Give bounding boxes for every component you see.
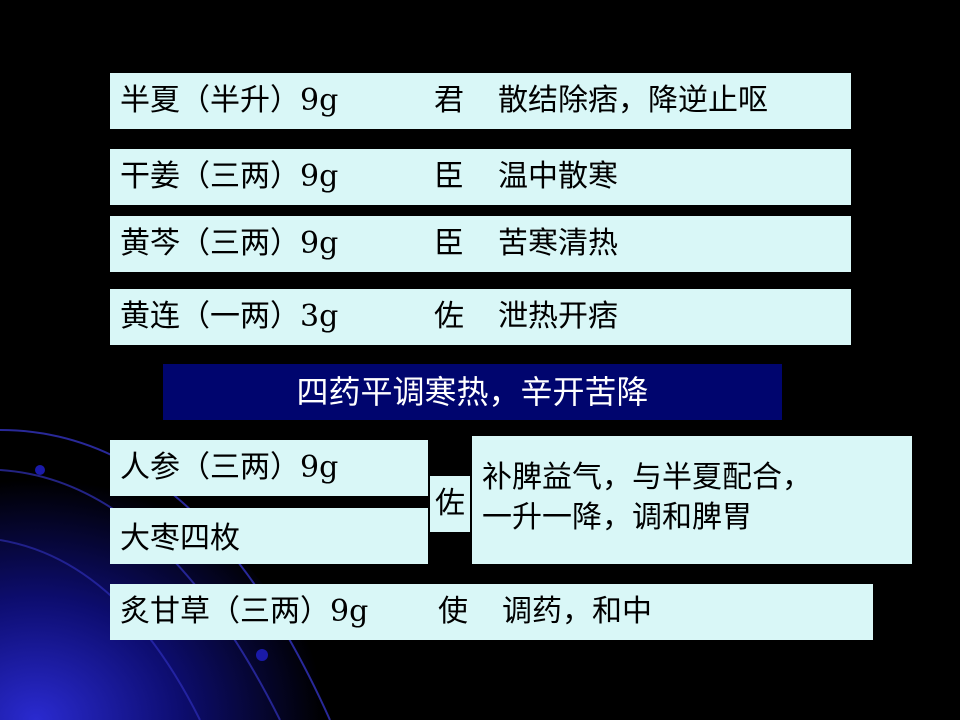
herb-row-huangqin: 黄芩（三两）9g 臣苦寒清热 bbox=[110, 216, 851, 272]
herb-role: 臣 bbox=[434, 226, 464, 261]
herb-row-gancao: 炙甘草（三两）9g 使调药，和中 bbox=[110, 584, 873, 640]
herb-row-dazao: 大枣四枚 bbox=[110, 508, 428, 564]
group-function-line: 一升一降，调和脾胃 bbox=[482, 500, 752, 535]
group-function: 补脾益气，与半夏配合， 一升一降，调和脾胃 bbox=[472, 436, 912, 564]
summary-banner: 四药平调寒热，辛开苦降 bbox=[163, 364, 782, 420]
herb-function: 调药，和中 bbox=[502, 594, 652, 629]
herb-row-banxia: 半夏（半升）9g 君散结除痞，降逆止呕 bbox=[110, 73, 851, 129]
herb-name: 黄芩（三两）9g bbox=[120, 226, 339, 261]
herb-name: 炙甘草（三两）9g bbox=[120, 594, 369, 629]
group-function-line: 补脾益气，与半夏配合， bbox=[482, 460, 812, 495]
group-role: 佐 bbox=[430, 476, 470, 532]
herb-name: 干姜（三两）9g bbox=[120, 159, 339, 194]
herb-function: 散结除痞，降逆止呕 bbox=[498, 83, 768, 118]
herb-name: 黄连（一两）3g bbox=[120, 299, 339, 334]
herb-function: 苦寒清热 bbox=[498, 226, 618, 261]
herb-role: 臣 bbox=[434, 159, 464, 194]
herb-function: 泄热开痞 bbox=[498, 299, 618, 334]
herb-name: 大枣四枚 bbox=[120, 521, 240, 556]
herb-function: 温中散寒 bbox=[498, 159, 618, 194]
herb-row-huanglian: 黄连（一两）3g 佐泄热开痞 bbox=[110, 289, 851, 345]
herb-name: 人参（三两）9g bbox=[120, 450, 339, 485]
herb-row-renshen: 人参（三两）9g bbox=[110, 440, 428, 496]
herb-role: 使 bbox=[438, 594, 468, 629]
herb-row-ganjiang: 干姜（三两）9g 臣温中散寒 bbox=[110, 149, 851, 205]
herb-role: 君 bbox=[434, 83, 464, 118]
herb-name: 半夏（半升）9g bbox=[120, 83, 339, 118]
herb-role: 佐 bbox=[434, 299, 464, 334]
